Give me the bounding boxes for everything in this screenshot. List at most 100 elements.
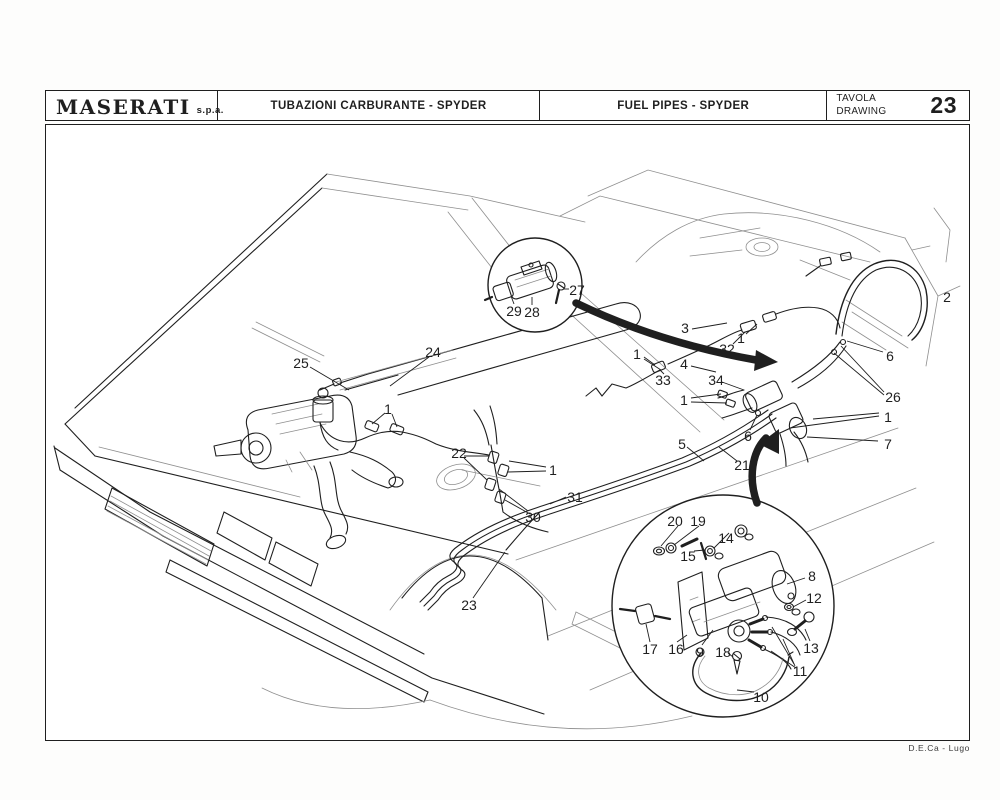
part-label-15: 15 — [680, 548, 696, 564]
engine — [213, 387, 476, 550]
page-header: MASERATI s.p.a. TUBAZIONI CARBURANTE - S… — [45, 90, 970, 121]
leader-line — [727, 652, 734, 658]
leader-line — [771, 626, 795, 665]
part-label-16: 16 — [668, 641, 684, 657]
part-label-21: 21 — [734, 457, 750, 473]
filter-detail-circle — [487, 237, 583, 333]
leader-line — [789, 415, 880, 429]
leader-line — [691, 322, 728, 330]
leader-line — [693, 549, 706, 552]
leader-line — [309, 366, 350, 391]
leader-line — [510, 295, 515, 305]
leader-line — [690, 365, 717, 373]
part-label-11: 11 — [793, 663, 808, 679]
leader-line — [745, 323, 758, 335]
hose-10 — [692, 652, 790, 702]
drafting-credit: D.E.Ca - Lugo — [908, 743, 970, 753]
damper-17 — [635, 603, 655, 625]
magnifier-arrows — [572, 299, 779, 507]
part-label-29: 29 — [506, 303, 522, 319]
leader-line — [659, 369, 665, 375]
leader-line — [804, 628, 811, 642]
filter-body — [717, 550, 787, 602]
leader-line — [643, 358, 662, 371]
part-label-22: 22 — [451, 445, 467, 461]
part-label-1: 1 — [633, 346, 641, 362]
part-label-1: 1 — [549, 462, 557, 478]
brand-suffix: s.p.a. — [196, 105, 224, 116]
filter-detail-arrow — [572, 299, 760, 364]
pump-bracket — [677, 571, 709, 651]
part-label-8: 8 — [808, 568, 816, 584]
part-label-3: 3 — [681, 320, 689, 336]
leader-line — [645, 623, 651, 643]
leader-line — [472, 551, 506, 599]
part-label-23: 23 — [461, 597, 477, 613]
leader-line — [676, 634, 688, 643]
part-label-14: 14 — [718, 530, 734, 546]
part-label-10: 10 — [753, 689, 769, 705]
filter-detail-callout — [483, 237, 583, 333]
part-label-28: 28 — [524, 304, 540, 320]
leader-line — [504, 499, 531, 515]
part-label-1: 1 — [680, 392, 688, 408]
leader-line — [713, 532, 730, 549]
part-label-31: 31 — [567, 489, 583, 505]
part-label-2: 2 — [943, 289, 951, 305]
fuel-pipes — [251, 251, 928, 611]
tavola-cell: TAVOLA DRAWING 23 — [827, 91, 969, 120]
leader-line — [833, 352, 885, 396]
leader-line — [721, 381, 745, 391]
part-label-19: 19 — [690, 513, 706, 529]
leader-line — [391, 413, 398, 428]
part-label-25: 25 — [293, 355, 309, 371]
part-label-13: 13 — [803, 640, 819, 656]
part-label-4: 4 — [680, 356, 688, 372]
part-label-6: 6 — [886, 348, 894, 364]
leader-line — [673, 525, 700, 546]
part-label-27: 27 — [569, 282, 585, 298]
leader-line — [660, 525, 679, 547]
leader-line — [732, 331, 746, 345]
part-label-17: 17 — [642, 641, 658, 657]
drawing-number: 23 — [930, 92, 958, 118]
leader-line — [806, 436, 879, 442]
leader-line — [840, 345, 885, 393]
leader-line — [736, 689, 755, 693]
title-english-cell: FUEL PIPES - SPYDER — [540, 91, 828, 120]
leader-lines — [309, 288, 885, 693]
part-label-1: 1 — [737, 330, 745, 346]
part-label-24: 24 — [425, 344, 441, 360]
tavola-label: TAVOLA DRAWING — [836, 93, 887, 117]
leader-line — [749, 414, 758, 431]
pump-detail-arrow — [748, 434, 770, 507]
leader-line — [686, 446, 705, 462]
part-label-5: 5 — [678, 436, 686, 452]
part-label-20: 20 — [667, 513, 683, 529]
part-label-18: 18 — [715, 644, 731, 660]
part-label-7: 7 — [884, 436, 892, 452]
title-italian: TUBAZIONI CARBURANTE - SPYDER — [270, 99, 487, 112]
brand-cell: MASERATI s.p.a. — [46, 91, 223, 120]
leader-line — [690, 401, 728, 404]
part-label-6: 6 — [744, 428, 752, 444]
leader-line — [690, 393, 722, 399]
leader-line — [812, 412, 880, 420]
screw-27 — [556, 281, 566, 291]
leader-line — [846, 340, 884, 353]
part-label-9: 9 — [696, 644, 704, 660]
leader-line — [718, 446, 738, 462]
leader-line — [643, 356, 656, 366]
leader-line — [507, 470, 547, 473]
part-label-12: 12 — [806, 590, 822, 606]
leader-line — [463, 457, 488, 481]
leader-line — [770, 650, 797, 669]
pump-detail-callout — [611, 494, 835, 718]
part-label-34: 34 — [708, 372, 724, 388]
leader-line — [549, 496, 567, 505]
title-english: FUEL PIPES - SPYDER — [617, 99, 750, 112]
leader-line — [782, 638, 796, 667]
